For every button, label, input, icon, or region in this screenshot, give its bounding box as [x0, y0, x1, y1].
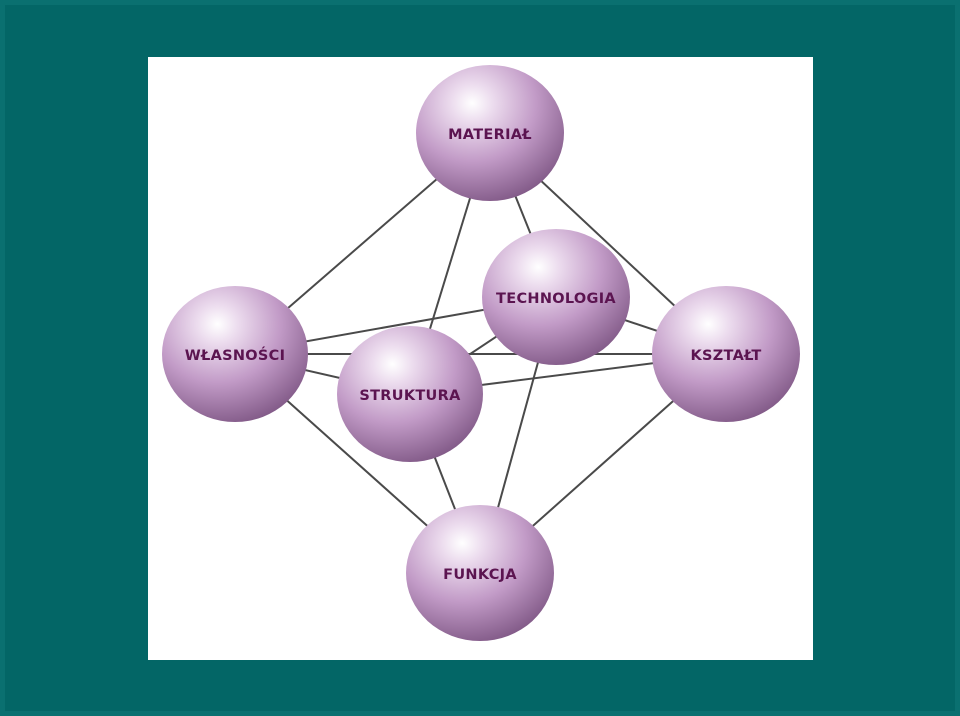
node-label-material: MATERIAŁ	[448, 127, 532, 143]
node-wlasnosci: WŁASNOŚCI	[162, 286, 308, 422]
node-technologia: TECHNOLOGIA	[482, 229, 630, 365]
node-material: MATERIAŁ	[416, 65, 564, 201]
node-ksztalt: KSZTAŁT	[652, 286, 800, 422]
sphere-wlasnosci	[162, 286, 308, 422]
sphere-technologia	[482, 229, 630, 365]
sphere-struktura	[337, 326, 483, 462]
diagram-panel: MATERIAŁ TECHNOLOGIA KSZTAŁT WŁASNOŚCI FUNKC…	[148, 57, 813, 660]
relationship-diagram: MATERIAŁ TECHNOLOGIA KSZTAŁT WŁASNOŚCI FUNKC…	[162, 65, 800, 641]
node-label-wlasnosci: WŁASNOŚCI	[185, 346, 286, 364]
node-struktura: STRUKTURA	[337, 326, 483, 462]
node-label-struktura: STRUKTURA	[359, 388, 461, 404]
node-label-ksztalt: KSZTAŁT	[690, 348, 761, 364]
node-spheres: MATERIAŁ TECHNOLOGIA KSZTAŁT WŁASNOŚCI FUNKC…	[162, 65, 800, 641]
node-label-technologia: TECHNOLOGIA	[496, 291, 616, 307]
sphere-ksztalt	[652, 286, 800, 422]
node-label-funkcja: FUNKCJA	[443, 567, 517, 583]
sphere-funkcja	[406, 505, 554, 641]
node-funkcja: FUNKCJA	[406, 505, 554, 641]
sphere-material	[416, 65, 564, 201]
